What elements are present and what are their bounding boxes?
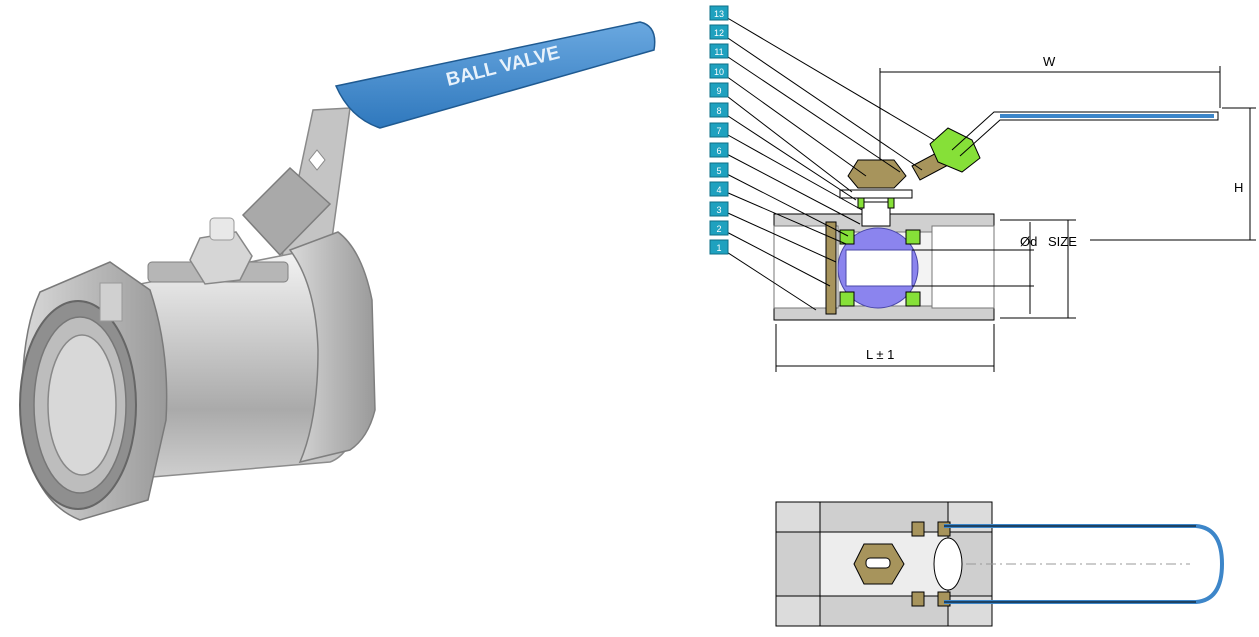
callout-1: 1 (709, 239, 817, 311)
section-drawing (773, 66, 1256, 372)
callout-7: 7 (709, 122, 863, 211)
dim-label-size: SIZE (1048, 234, 1077, 249)
section-ball-bore (845, 249, 913, 287)
top-view-stem-end (933, 537, 963, 591)
callout-2: 2 (709, 220, 831, 287)
callout-4: 4 (709, 181, 847, 245)
top-view-hex-bl (775, 595, 821, 627)
section-handle-lever (951, 111, 1219, 157)
svg-text:8: 8 (716, 106, 721, 116)
top-view-handle (944, 524, 1225, 604)
stem-top (209, 217, 235, 241)
seat-bottom-right (905, 291, 921, 307)
callout-list: 13 12 11 10 9 8 7 (709, 5, 935, 311)
section-right-bore (931, 225, 995, 309)
section-end-cap (825, 221, 837, 315)
dim-label-width: W (1043, 54, 1056, 69)
section-nut (847, 159, 907, 189)
top-view (775, 501, 1225, 627)
svg-text:6: 6 (716, 146, 721, 156)
dim-label-diameter: Ød (1020, 234, 1037, 249)
callout-12: 12 (709, 24, 923, 171)
stop-washer (839, 189, 913, 199)
top-view-block-3 (911, 591, 925, 607)
svg-text:4: 4 (716, 185, 721, 195)
seat-top-right (905, 229, 921, 245)
callout-5: 5 (709, 162, 849, 237)
callout-11: 11 (709, 43, 901, 173)
svg-text:2: 2 (716, 224, 721, 234)
section-handle-nut (929, 127, 981, 173)
top-view-block-1 (911, 521, 925, 537)
callout-6: 6 (709, 142, 861, 225)
body-stamping (99, 282, 123, 322)
svg-text:7: 7 (716, 126, 721, 136)
stem-seal-right (887, 197, 895, 209)
callout-13: 13 (709, 5, 935, 141)
lever-bend (241, 166, 332, 257)
svg-text:10: 10 (714, 67, 724, 77)
svg-text:11: 11 (714, 47, 723, 57)
seat-bottom-left (839, 291, 855, 307)
svg-text:9: 9 (716, 86, 721, 96)
svg-text:12: 12 (714, 28, 724, 38)
section-stem (861, 201, 891, 227)
callout-8: 8 (709, 102, 857, 201)
handle-grip (334, 21, 656, 129)
callout-9: 9 (709, 82, 853, 193)
svg-text:5: 5 (716, 166, 721, 176)
top-view-stem-slot (865, 557, 891, 569)
stem-nut (189, 231, 253, 285)
svg-text:3: 3 (716, 205, 721, 215)
svg-text:13: 13 (714, 9, 724, 19)
lever-hole (308, 149, 326, 171)
valve-photo: BALL VALVE (19, 21, 656, 521)
callout-3: 3 (709, 201, 837, 263)
right-hex-end (288, 231, 376, 464)
dim-label-height: H (1234, 180, 1243, 195)
top-view-hex-tl (775, 501, 821, 533)
thread-inner (47, 334, 117, 476)
dim-label-length: L ± 1 (866, 347, 894, 362)
svg-text:1: 1 (716, 243, 721, 253)
callout-10: 10 (709, 63, 867, 177)
stem-seal-left (857, 197, 865, 209)
